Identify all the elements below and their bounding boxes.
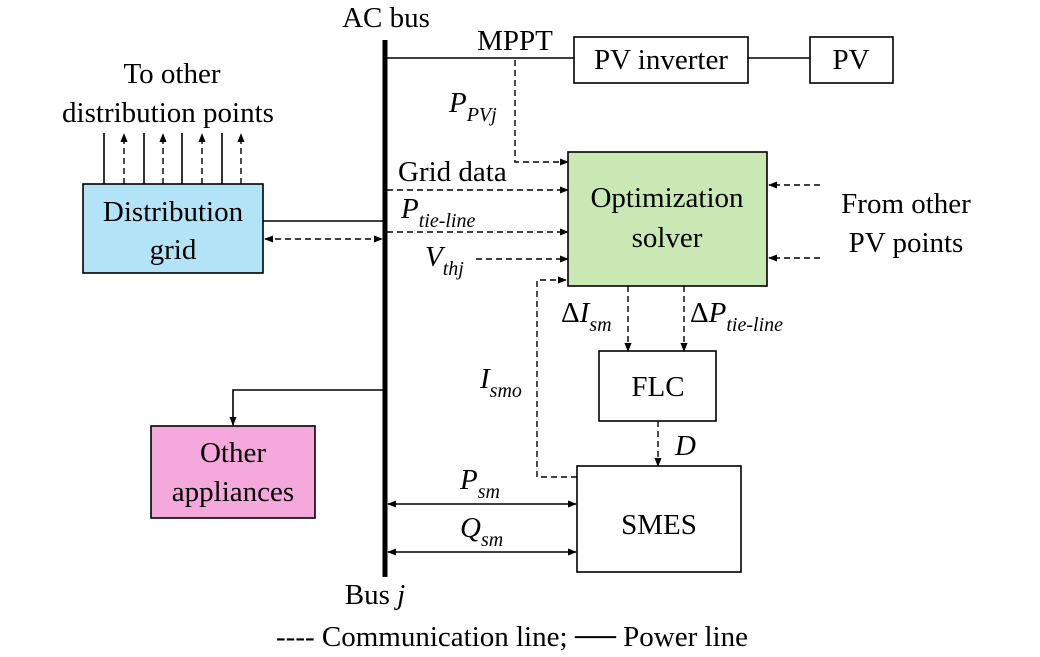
from-other-label-line1: From other: [841, 188, 971, 220]
optimization-solver-block: [567, 151, 768, 287]
from-other-label-line2: PV points: [849, 227, 964, 259]
pv-block: [809, 36, 894, 84]
legend: ---- Communication line; ── Power line: [276, 621, 748, 653]
pv-inverter-block: [573, 36, 749, 84]
i-smo-signal-line: [536, 276, 577, 478]
to-other-label-line1: To other: [123, 58, 220, 90]
d-label: D: [674, 430, 696, 462]
flc-block: [598, 350, 717, 422]
to-other-label-line2: distribution points: [62, 97, 274, 129]
delta-i-sm-label: ΔIsm: [561, 297, 612, 336]
v-thj-label: Vthj: [425, 241, 464, 280]
pv-label: PV: [832, 44, 869, 76]
optimization-solver-label-line2: solver: [632, 222, 703, 254]
pv-inverter-label: PV inverter: [594, 44, 728, 76]
distribution-grid-label-line1: Distribution: [103, 196, 244, 228]
p-sm-label: Psm: [459, 464, 500, 503]
i-smo-label: Ismo: [479, 363, 522, 402]
optimization-solver-label-line1: Optimization: [590, 182, 744, 214]
other-appliances-label-line2: appliances: [172, 476, 294, 508]
delta-p-tie-line-label: ΔPtie-line: [690, 297, 783, 336]
other-appliances-label-line1: Other: [200, 437, 266, 469]
p-tie-line-label: Ptie-line: [400, 193, 475, 232]
other-appliances-block: [150, 425, 316, 519]
smes-block: [576, 465, 742, 573]
flc-label: FLC: [631, 371, 684, 403]
distribution-grid-label-line2: grid: [150, 234, 197, 266]
p-pvj-label: PPVj: [448, 87, 497, 126]
q-sm-label: Qsm: [460, 512, 503, 551]
mppt-label: MPPT: [477, 25, 553, 57]
distribution-grid-block: [82, 183, 264, 274]
grid-data-label: Grid data: [398, 156, 507, 188]
ac-bus-label: AC bus: [342, 2, 430, 34]
bus-j-label: Bus j: [345, 579, 405, 611]
smes-label: SMES: [621, 509, 697, 541]
appliances-power-line: [229, 389, 385, 426]
p-pvj-signal-line: [514, 60, 569, 166]
